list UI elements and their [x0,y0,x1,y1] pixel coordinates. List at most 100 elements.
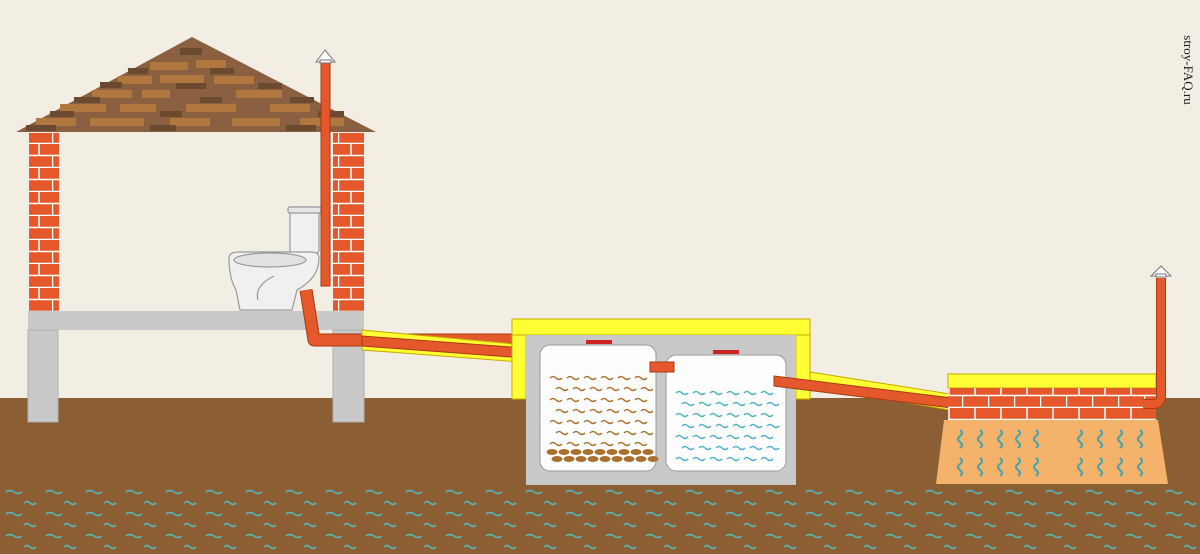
filter-water-mark [1137,457,1143,477]
sludge-blob [611,456,623,462]
filter-water-mark [997,429,1003,449]
water-mark [675,456,689,462]
water-mark [732,401,746,407]
water-mark [743,434,757,440]
water-mark [692,390,706,396]
water-mark [726,390,740,396]
water-mark [709,434,723,440]
waste-mark [617,441,631,447]
waste-mark [555,386,569,392]
septic-insulation-left [511,334,527,400]
sludge-blob [551,456,563,462]
water-mark [715,401,729,407]
waste-mark [606,408,620,414]
waste-mark [589,430,603,436]
water-mark [766,445,780,451]
filter-water-mark [1137,429,1143,449]
water-mark [698,401,712,407]
filter-water-mark [1015,457,1021,477]
waste-mark [606,430,620,436]
waste-mark [623,386,637,392]
sludge-blob [570,449,582,455]
water-mark [675,434,689,440]
water-mark [681,423,695,429]
waste-mark [566,441,580,447]
filter-water-mark [1077,429,1083,449]
waste-mark [583,375,597,381]
septic-insulation-top [511,318,811,336]
waste-mark [566,375,580,381]
waste-mark [555,430,569,436]
hatch-1 [586,340,612,344]
waste-mark [566,397,580,403]
sludge-blob [606,449,618,455]
water-mark [692,434,706,440]
water-mark [715,445,729,451]
waste-mark [583,419,597,425]
waste-mark [623,430,637,436]
waste-mark [600,375,614,381]
filtration-well-insulation [947,373,1157,389]
water-mark [760,434,774,440]
filter-water-mark [1117,457,1123,477]
water-mark [766,401,780,407]
waste-mark [555,408,569,414]
sludge-blob [587,456,599,462]
filtration-well [936,373,1168,484]
filter-water [957,429,1143,477]
waste-mark [623,408,637,414]
septic-chamber-2 [665,354,787,472]
water-mark [681,401,695,407]
water-mark [743,412,757,418]
sludge-blob [558,449,570,455]
filter-bed [936,420,1168,484]
water-mark [732,423,746,429]
water-mark [766,423,780,429]
filter-water-mark [957,457,963,477]
water-mark [709,412,723,418]
water-mark [726,434,740,440]
waste-mark [572,408,586,414]
water-mark [715,423,729,429]
waste-mark [549,375,563,381]
waste-mark [634,441,648,447]
waste-mark [606,386,620,392]
waste-mark [617,375,631,381]
water-mark [709,390,723,396]
sludge-blob [575,456,587,462]
filter-water-mark [1033,457,1039,477]
roof-shingles-dark [26,48,344,131]
waste-mark [549,397,563,403]
wastewater-chamber-1 [549,375,654,447]
waste-mark [589,386,603,392]
toilet-tank [289,206,320,254]
filter-water-mark [977,429,983,449]
sludge-layer [546,449,659,462]
sludge-blob [623,456,635,462]
waste-mark [600,419,614,425]
waste-mark [600,441,614,447]
water-mark [749,423,763,429]
sludge-blob [647,456,659,462]
watermark: stroy-FAQ.ru [1181,35,1196,105]
sludge-blob [642,449,654,455]
waste-mark [572,430,586,436]
water-mark [692,456,706,462]
waste-mark [617,419,631,425]
water-mark [675,412,689,418]
sludge-blob [618,449,630,455]
filter-water-mark [997,457,1003,477]
septic-tank [511,318,811,485]
sludge-blob [546,449,558,455]
water-mark [743,456,757,462]
water-mark [749,445,763,451]
water-mark [692,412,706,418]
water-mark [698,423,712,429]
water-mark [675,390,689,396]
waste-mark [589,408,603,414]
water-mark [681,445,695,451]
sludge-blob [635,456,647,462]
filter-water-mark [1033,429,1039,449]
overflow-pipe [649,361,675,373]
